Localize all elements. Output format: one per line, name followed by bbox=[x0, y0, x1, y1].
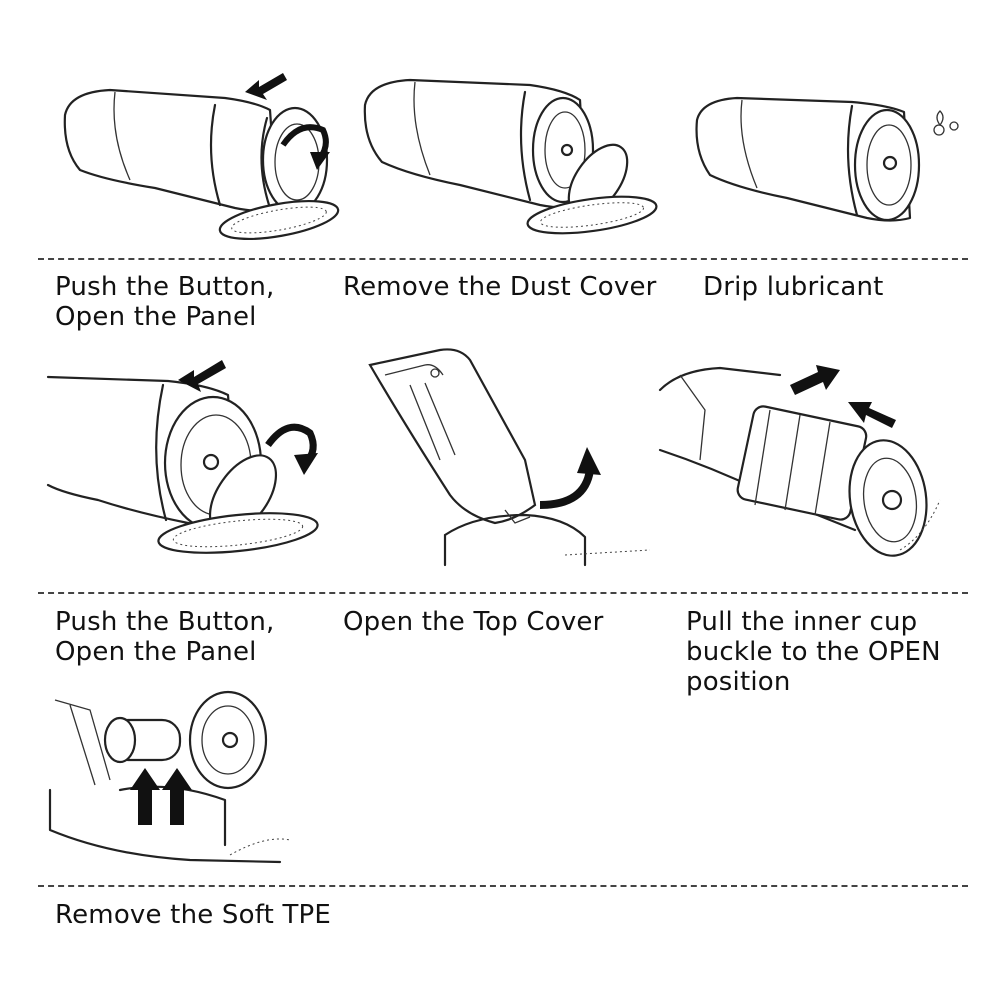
caption-line: position bbox=[686, 667, 791, 697]
step-5-illustration bbox=[365, 345, 655, 567]
caption-line: buckle to the OPEN bbox=[686, 637, 941, 667]
divider-1 bbox=[38, 258, 968, 260]
caption-line: Push the Button, bbox=[55, 607, 275, 637]
push-arrow-icon bbox=[790, 365, 840, 395]
push-arrow-icon bbox=[178, 360, 226, 392]
step-3-illustration bbox=[692, 90, 972, 235]
step-5-caption: Open the Top Cover bbox=[343, 607, 604, 637]
curved-arrow-icon bbox=[280, 124, 330, 170]
step-7-illustration bbox=[48, 690, 300, 870]
step-4-illustration bbox=[46, 355, 338, 570]
caption-line: Open the Top Cover bbox=[343, 607, 604, 637]
step-4-caption: Push the Button, Open the Panel bbox=[55, 607, 274, 667]
step-3-caption: Drip lubricant bbox=[703, 272, 884, 302]
up-arrow-icon bbox=[162, 768, 192, 825]
caption-line: Open the Panel bbox=[55, 637, 257, 667]
caption-line: Drip lubricant bbox=[703, 272, 884, 302]
push-arrow-icon bbox=[245, 73, 287, 100]
caption-line: Remove the Dust Cover bbox=[343, 272, 657, 302]
step-6-illustration bbox=[658, 350, 950, 565]
caption-line: Open the Panel bbox=[55, 302, 257, 332]
step-1-illustration bbox=[55, 70, 345, 240]
step-6-caption: Pull the inner cup buckle to the OPEN po… bbox=[686, 607, 941, 697]
caption-line: Remove the Soft TPE bbox=[55, 900, 332, 930]
curved-arrow-icon bbox=[539, 447, 601, 509]
step-1-caption: Push the Button, Open the Panel bbox=[55, 272, 274, 332]
caption-line: Push the Button, bbox=[55, 272, 275, 302]
up-arrow-icon bbox=[130, 768, 160, 825]
lubricant-drops-icon bbox=[933, 110, 959, 136]
push-arrow-icon bbox=[848, 402, 896, 428]
divider-2 bbox=[38, 592, 968, 594]
divider-3 bbox=[38, 885, 968, 887]
step-2-caption: Remove the Dust Cover bbox=[343, 272, 657, 302]
curved-arrow-icon bbox=[265, 423, 318, 475]
step-2-illustration bbox=[360, 70, 660, 245]
step-7-caption: Remove the Soft TPE bbox=[55, 900, 331, 930]
caption-line: Pull the inner cup bbox=[686, 607, 918, 637]
